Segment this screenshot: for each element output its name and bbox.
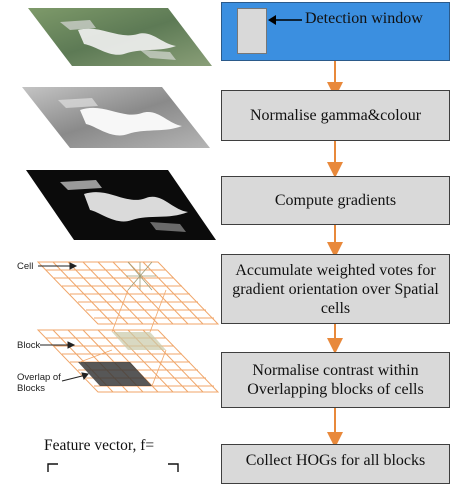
gradient-image <box>26 170 216 240</box>
step-label-normalise-gamma: Normalise gamma&colour <box>249 107 422 124</box>
block-highlight <box>78 332 166 386</box>
cell-histogram-glyph <box>126 261 156 291</box>
step-normalise-contrast: Normalise contrast within Overlapping bl… <box>221 352 450 408</box>
connector-arrows <box>327 61 343 448</box>
cell-grid <box>36 261 220 325</box>
gamma-normalised-image <box>22 87 210 148</box>
step-label-detection-window: Detection window <box>305 10 423 27</box>
step-accumulate-votes: Accumulate weighted votes for gradient o… <box>221 254 450 324</box>
detection-window-icon <box>237 8 267 54</box>
step-collect-hogs: Collect HOGs for all blocks <box>221 444 450 484</box>
label-arrows <box>38 262 89 382</box>
feature-vector-bracket <box>47 463 179 472</box>
block-label: Block <box>17 340 41 351</box>
step-label-normalise-contrast: Normalise contrast within Overlapping bl… <box>247 362 424 398</box>
overlap-label: Overlap of Blocks <box>17 372 61 394</box>
hog-pipeline-diagram: Detection window Normalise gamma&colour … <box>17 2 450 484</box>
step-compute-gradients: Compute gradients <box>221 176 450 225</box>
grid-connector-lines <box>79 289 167 387</box>
step-label-compute-gradients: Compute gradients <box>274 192 397 209</box>
step-label-collect-hogs: Collect HOGs for all blocks <box>245 452 426 469</box>
feature-vector-label: Feature vector, f= <box>44 437 155 454</box>
cell-label: Cell <box>17 261 34 272</box>
step-normalise-gamma: Normalise gamma&colour <box>221 90 450 141</box>
step-label-accumulate-votes: Accumulate weighted votes for gradient o… <box>232 261 439 317</box>
pipeline-illustrations <box>22 8 220 472</box>
aerial-photo-image <box>28 8 212 66</box>
